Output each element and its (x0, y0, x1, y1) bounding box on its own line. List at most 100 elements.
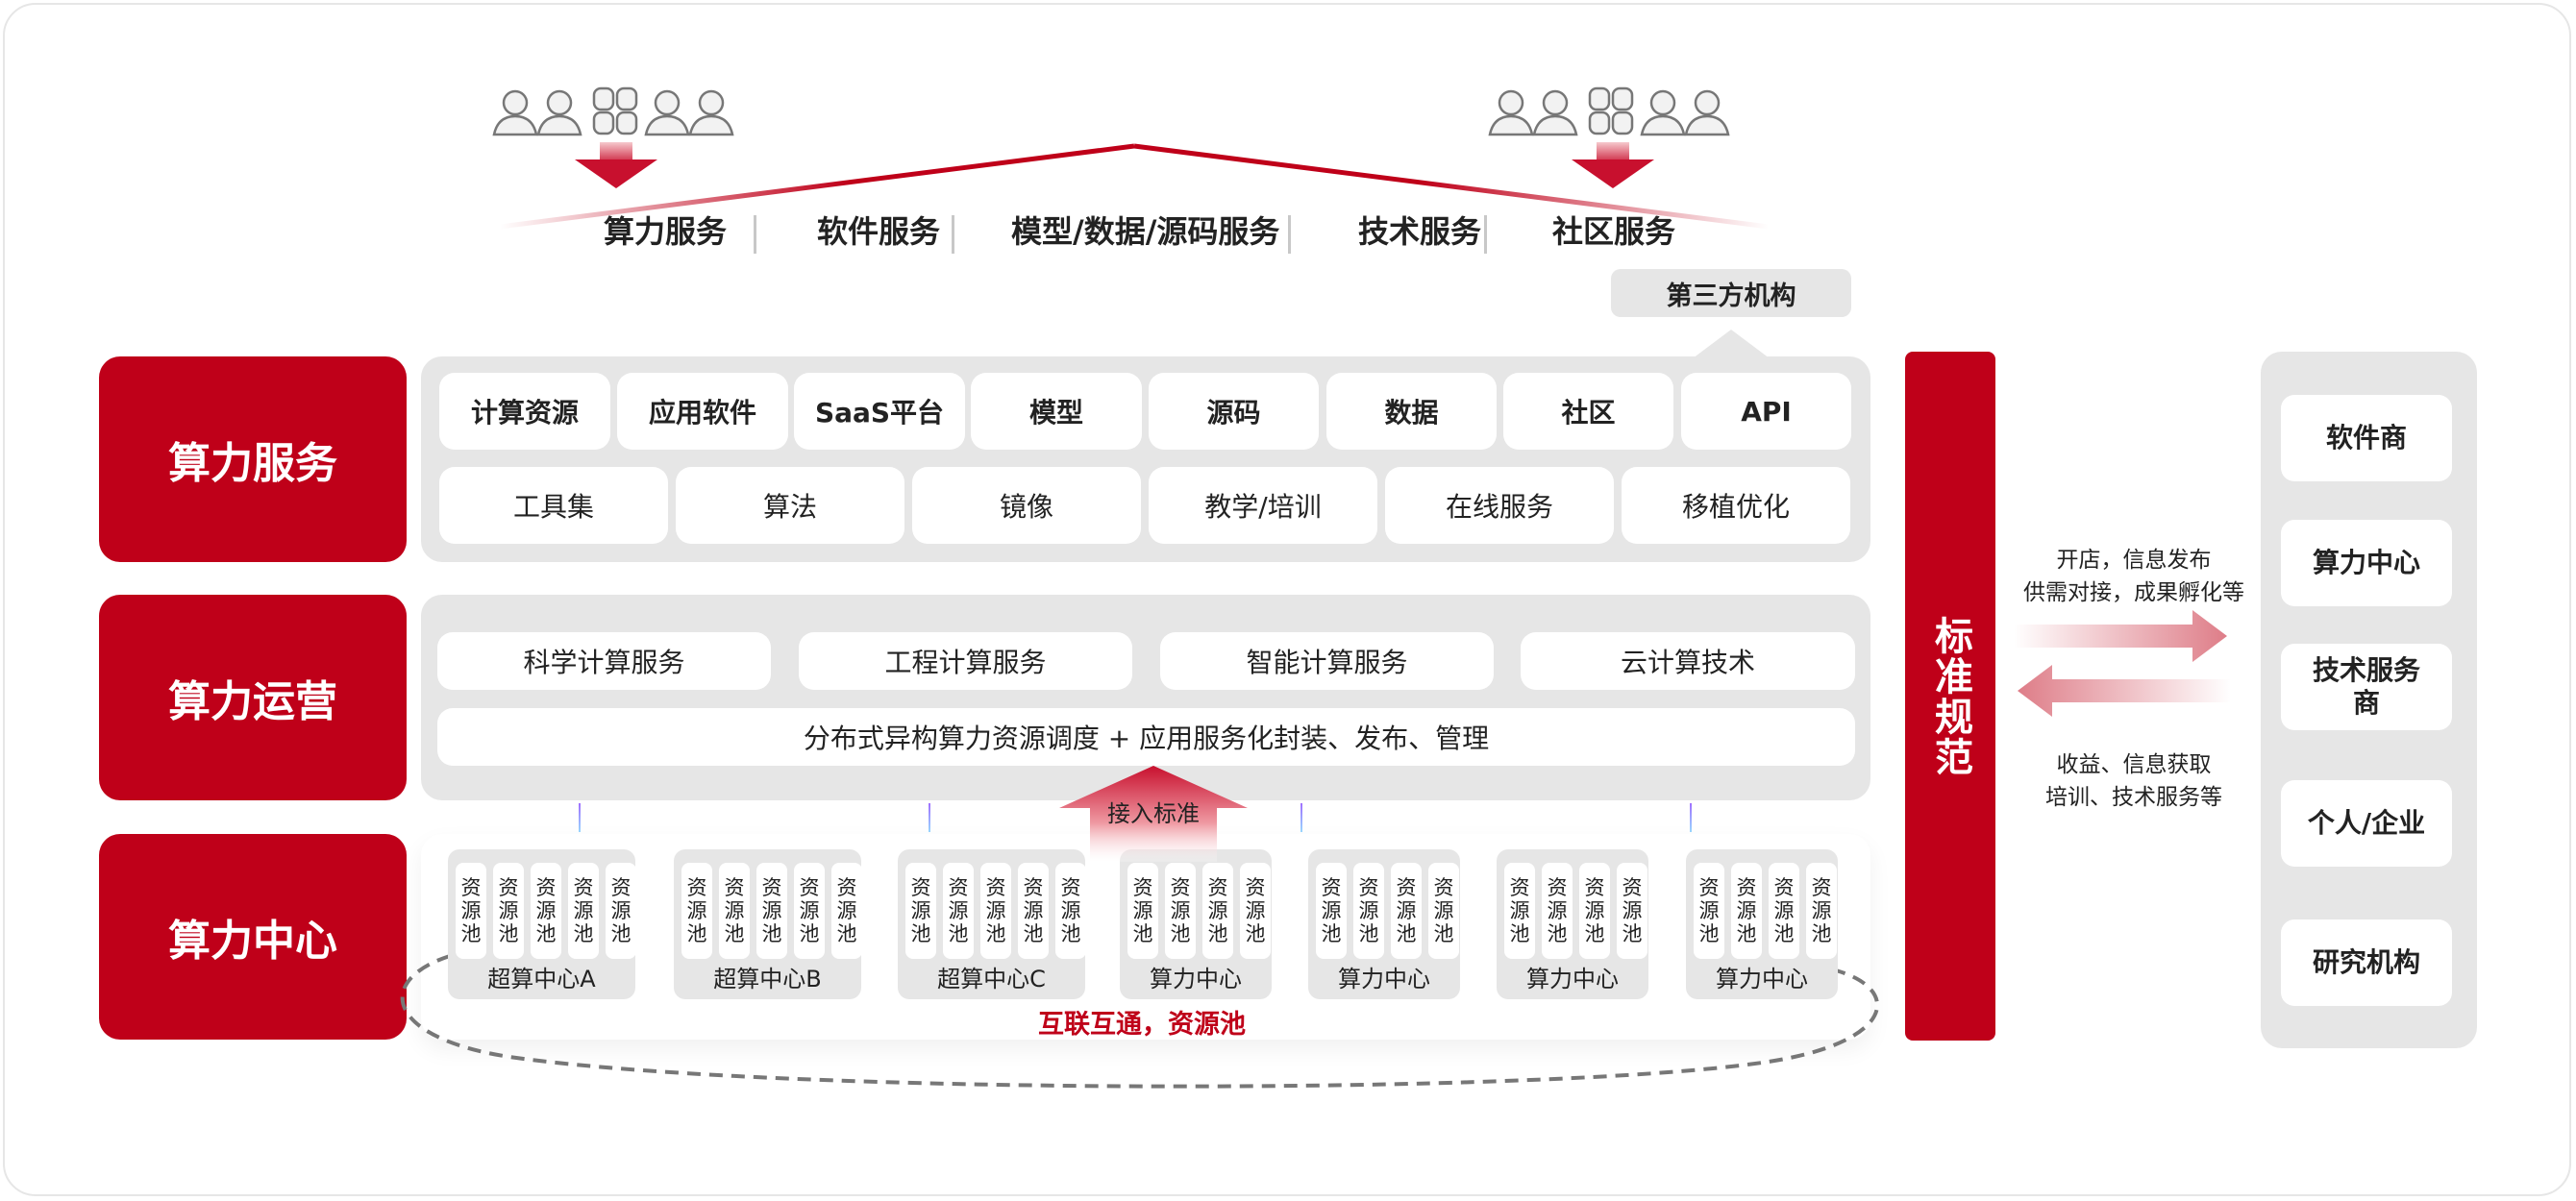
participant-individual-enterprise[interactable]: 个人/企业 (2281, 780, 2452, 867)
outbound-note-line: 供需对接，成果孵化等 (2023, 580, 2244, 605)
datacenter-card[interactable]: 资源池 资源池 资源池 资源池 算力中心 (1308, 849, 1460, 999)
service-item[interactable]: 镜像 (912, 467, 1141, 544)
datacenter-name: 算力中心 (1338, 966, 1430, 993)
resource-pool: 资源池 (1018, 863, 1049, 959)
resource-pool: 资源池 (1202, 863, 1233, 959)
datacenter-card[interactable]: 资源池 资源池 资源池 资源池 算力中心 (1497, 849, 1648, 999)
category-label: 算力服务 (168, 439, 337, 488)
resource-pool: 资源池 (493, 863, 524, 959)
separator (952, 215, 954, 254)
third-party-label: 第三方机构 (1666, 281, 1796, 311)
resource-pool: 资源池 (1694, 863, 1724, 959)
resource-pool: 资源池 (1617, 863, 1647, 959)
resource-pool: 资源池 (831, 863, 862, 959)
roof-left (499, 143, 1135, 230)
third-party-box: 第三方机构 (1611, 269, 1851, 317)
connector-line (1300, 803, 1302, 832)
category-compute-operation: 算力运营 (99, 595, 407, 800)
category-compute-service: 算力服务 (99, 356, 407, 562)
down-arrow-icon (1572, 142, 1654, 188)
resource-pool: 资源池 (1316, 863, 1347, 959)
resource-pool: 资源池 (719, 863, 750, 959)
participant-compute-center[interactable]: 算力中心 (2281, 520, 2452, 606)
service-item[interactable]: 在线服务 (1385, 467, 1614, 544)
resource-pool: 资源池 (1240, 863, 1271, 959)
resource-pool: 资源池 (756, 863, 787, 959)
service-item[interactable]: 社区 (1503, 373, 1673, 450)
participant-research-institute[interactable]: 研究机构 (2281, 919, 2452, 1006)
resource-pool: 资源池 (456, 863, 486, 959)
service-item[interactable]: 模型 (971, 373, 1142, 450)
datacenter-name: 算力中心 (1526, 966, 1619, 993)
top-service-tech: 技术服务 (1358, 213, 1482, 250)
outbound-note-line: 开店，信息发布 (2056, 548, 2212, 573)
datacenter-card[interactable]: 资源池 资源池 资源池 资源池 算力中心 (1686, 849, 1838, 999)
operation-item[interactable]: 工程计算服务 (799, 632, 1132, 690)
resource-pool: 资源池 (1055, 863, 1086, 959)
user-icon (1488, 89, 1534, 136)
standard-bar: 标准规范 (1905, 352, 1995, 1041)
user-icon (688, 89, 734, 136)
resource-pool: 资源池 (980, 863, 1011, 959)
separator (1288, 215, 1291, 254)
category-label: 算力中心 (168, 917, 337, 966)
service-item[interactable]: SaaS平台 (794, 373, 965, 450)
service-item[interactable]: 工具集 (439, 467, 668, 544)
service-item[interactable]: 计算资源 (439, 373, 610, 450)
third-party-pointer (1693, 330, 1770, 358)
resource-pool: 资源池 (1165, 863, 1196, 959)
interconnect-label: 互联互通，资源池 (1038, 1010, 1246, 1040)
resource-pool: 资源池 (1428, 863, 1459, 959)
resource-pool: 资源池 (794, 863, 825, 959)
connector-line (1690, 803, 1692, 832)
service-item[interactable]: 应用软件 (617, 373, 788, 450)
datacenter-card[interactable]: 资源池 资源池 资源池 资源池 资源池 超算中心A (448, 849, 636, 999)
user-icon (492, 89, 538, 136)
participant-tech-service-provider[interactable]: 技术服务商 (2281, 644, 2452, 730)
up-arrow-icon (1059, 766, 1248, 862)
category-compute-center: 算力中心 (99, 834, 407, 1040)
inbound-note-line: 培训、技术服务等 (2045, 785, 2222, 810)
roof-and-arrows (499, 142, 1770, 230)
resource-pool: 资源池 (943, 863, 974, 959)
operation-scheduling[interactable]: 分布式异构算力资源调度 + 应用服务化封装、发布、管理 (437, 708, 1855, 766)
operation-item[interactable]: 云计算技术 (1521, 632, 1855, 690)
operation-item[interactable]: 智能计算服务 (1160, 632, 1494, 690)
service-item[interactable]: 教学/培训 (1149, 467, 1377, 544)
service-item[interactable]: 移植优化 (1622, 467, 1850, 544)
datacenter-name: 超算中心A (487, 966, 596, 993)
top-service-compute: 算力服务 (604, 213, 728, 250)
datacenter-card[interactable]: 资源池 资源池 资源池 资源池 资源池 超算中心B (674, 849, 862, 999)
datacenter-card[interactable]: 资源池 资源池 资源池 资源池 算力中心 (1120, 849, 1272, 999)
operation-panel (421, 595, 1870, 800)
resource-pool: 资源池 (606, 863, 636, 959)
access-standard-arrow: 接入标准 (1059, 766, 1248, 862)
user-icon (644, 89, 690, 136)
left-arrow-icon (2018, 665, 2231, 717)
service-item[interactable]: 算法 (676, 467, 904, 544)
resource-pool: 资源池 (1504, 863, 1535, 959)
operation-item[interactable]: 科学计算服务 (437, 632, 771, 690)
resource-pool: 资源池 (1391, 863, 1422, 959)
connector-line (579, 803, 581, 832)
datacenter-name: 超算中心C (937, 966, 1046, 993)
service-item[interactable]: API (1681, 373, 1851, 450)
access-standard-label: 接入标准 (1107, 800, 1200, 827)
roof-right (1133, 143, 1770, 230)
service-item[interactable]: 源码 (1149, 373, 1319, 450)
connector-line (929, 803, 930, 832)
service-item[interactable]: 数据 (1326, 373, 1497, 450)
resource-pool: 资源池 (1353, 863, 1384, 959)
resource-pool: 资源池 (568, 863, 599, 959)
resource-pool: 资源池 (1806, 863, 1837, 959)
top-service-community: 社区服务 (1552, 213, 1676, 250)
inbound-note: 收益、信息获取 培训、技术服务等 (2019, 748, 2249, 814)
datacenter-name: 算力中心 (1716, 966, 1808, 993)
category-label: 算力运营 (168, 677, 337, 726)
datacenter-card[interactable]: 资源池 资源池 资源池 资源池 资源池 超算中心C (898, 849, 1086, 999)
user-group-left (492, 86, 742, 140)
resource-pool: 资源池 (905, 863, 936, 959)
participant-software-vendor[interactable]: 软件商 (2281, 395, 2452, 481)
user-icon (1684, 89, 1730, 136)
resource-pool: 资源池 (1579, 863, 1610, 959)
